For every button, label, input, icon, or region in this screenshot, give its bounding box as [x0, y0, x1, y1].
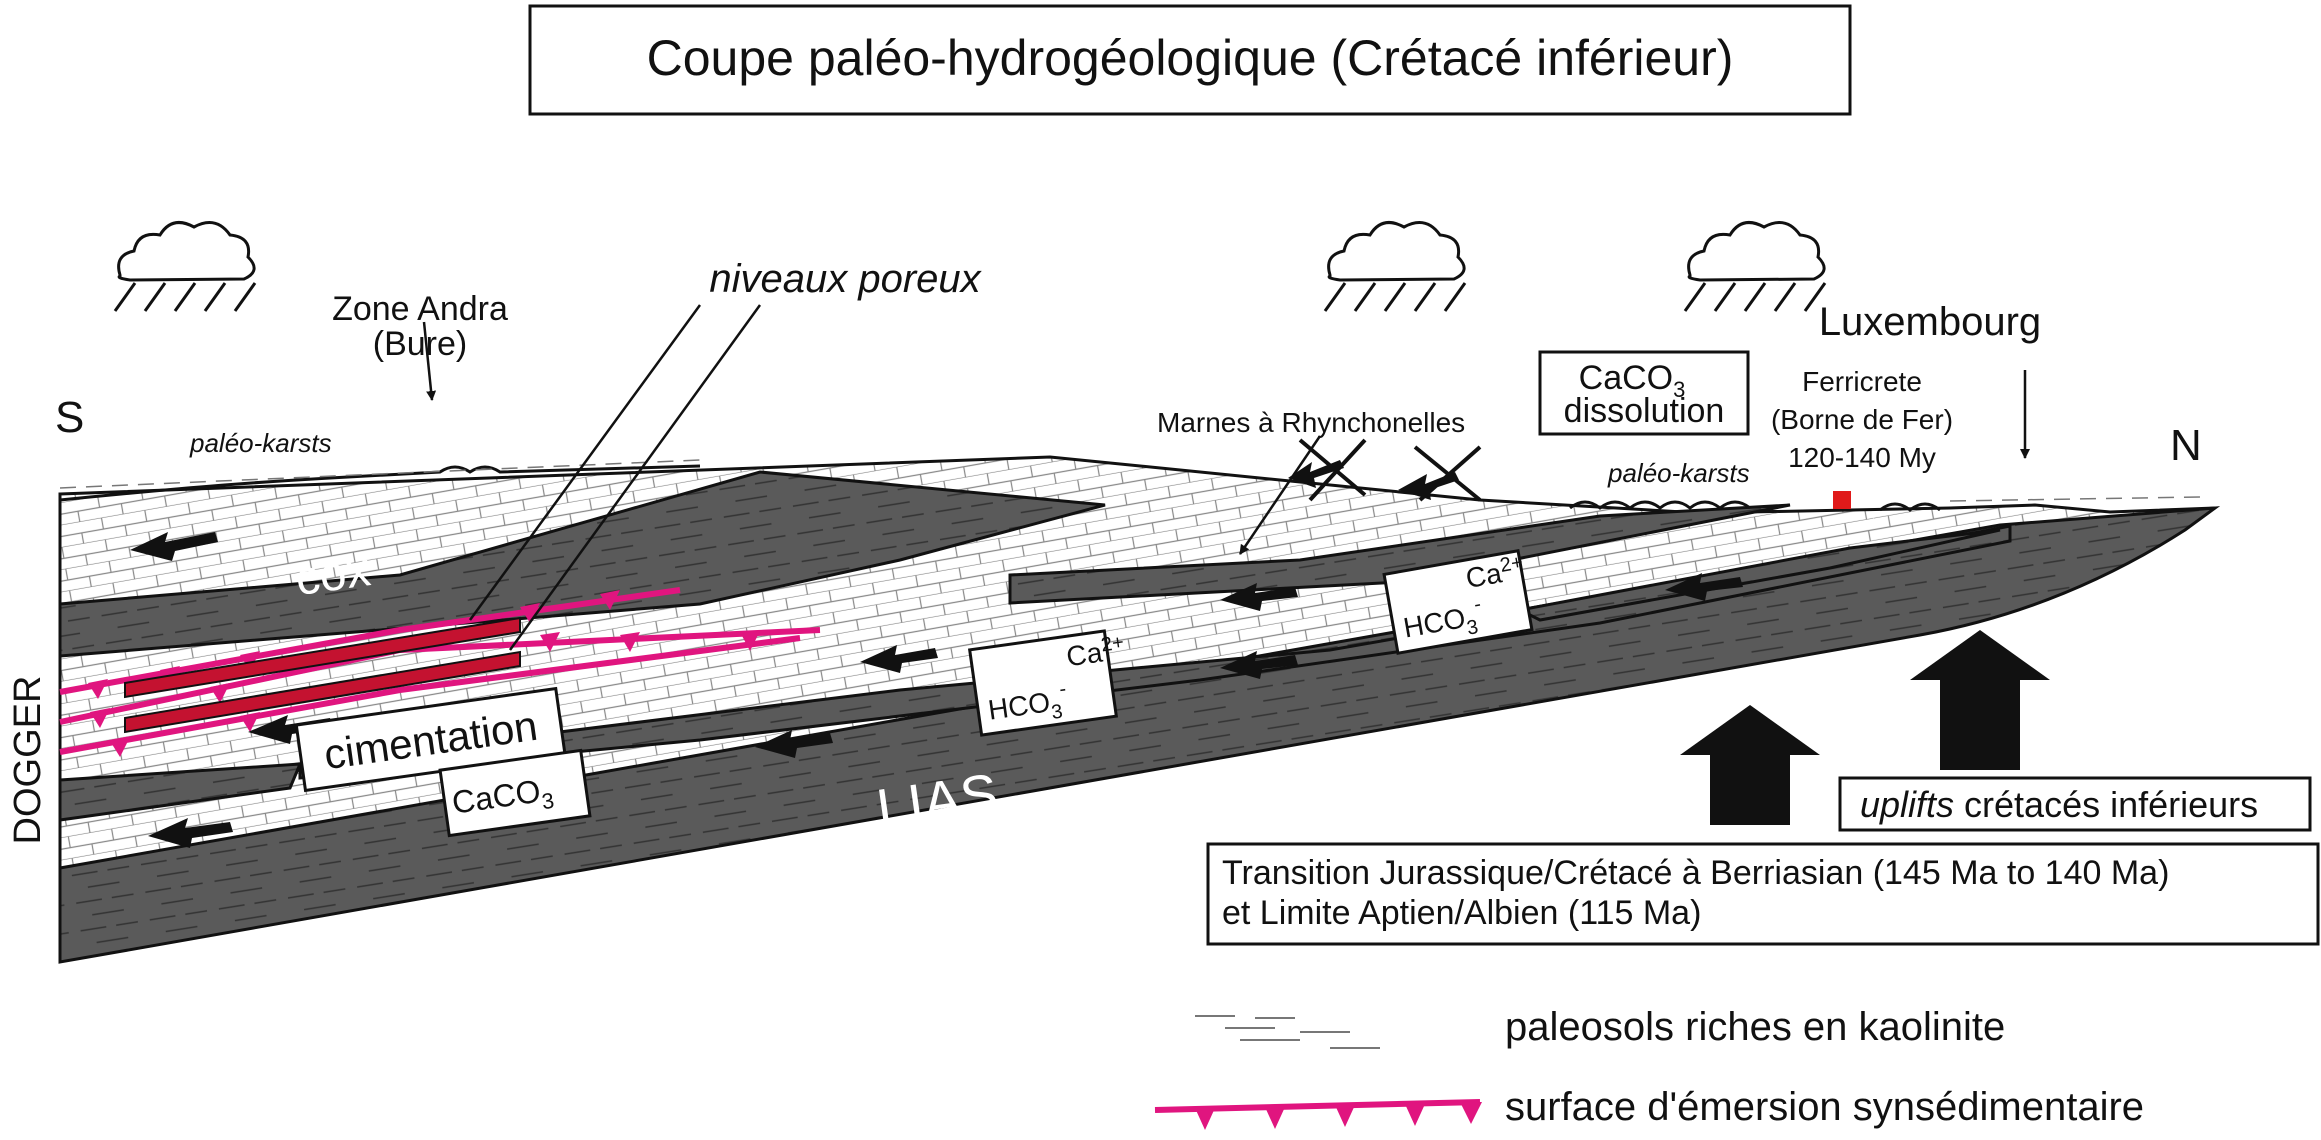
cloud-icon: [1323, 221, 1467, 312]
pointer-lines: [422, 304, 2030, 651]
cross-section: [58, 455, 2221, 964]
marnes-label: Marnes à Rhynchonelles: [1157, 407, 1465, 438]
cox-label: cox: [292, 543, 373, 606]
svg-text:CaCO3: CaCO3: [1579, 359, 1686, 402]
ferricrete-marker: [1833, 491, 1851, 509]
emersion-legend-symbol: [1154, 1099, 1482, 1130]
paleosol-legend-symbol: [1195, 1015, 1380, 1049]
flow-arrow: [1220, 651, 1298, 679]
ferricrete-label-3: 120-140 My: [1788, 442, 1936, 473]
marl-wedge-3: [1515, 528, 2001, 622]
title-box: Coupe paléo-hydrogéologique (Crétacé inf…: [528, 4, 1852, 116]
paleo-karsts-label-left: paléo-karsts: [189, 428, 332, 458]
transition-line-1: Transition Jurassique/Crétacé à Berriasi…: [1222, 854, 2169, 892]
andra-label-1: Zone Andra: [332, 290, 508, 328]
andra-label-2: (Bure): [373, 325, 467, 363]
crossed-arrows: [1288, 438, 1482, 502]
transition-line-2: et Limite Aptien/Albien (115 Ma): [1222, 894, 1701, 932]
cloud-icon: [113, 221, 257, 312]
flow-arrow: [1220, 583, 1298, 611]
ferricrete-label-1: Ferricrete: [1802, 366, 1922, 397]
legend-emersion: surface d'émersion synsédimentaire: [1505, 1085, 2144, 1129]
flow-arrow: [755, 730, 833, 758]
flow-arrow: [1665, 573, 1743, 601]
cloud-icon: [1683, 221, 1827, 312]
flow-arrow: [148, 818, 233, 848]
paleo-karsts-label-right: paléo-karsts: [1607, 458, 1750, 488]
dogger-label: DOGGER: [7, 676, 49, 845]
niveaux-poreux-label: niveaux poreux: [709, 257, 982, 301]
luxembourg-label: Luxembourg: [1819, 300, 2041, 344]
uplift-box: uplifts crétacés inférieurs: [1838, 776, 2312, 832]
uplift-arrows: [1680, 630, 2050, 825]
diagram-title: Coupe paléo-hydrogéologique (Crétacé inf…: [647, 30, 1734, 86]
flow-arrow: [860, 645, 938, 673]
dissolution-box: CaCO3 dissolution: [1538, 350, 1750, 436]
marnes-layer: [1008, 503, 1791, 605]
bicarbonate-box: Ca2+ HCO3-: [967, 629, 1127, 737]
flow-arrow: [130, 532, 218, 561]
uplift-arrow: [1680, 705, 1820, 825]
paleo-surface: [59, 464, 1941, 512]
marl-wedge-2: [58, 762, 303, 822]
flow-arrows: [130, 532, 1743, 848]
transition-box: Transition Jurassique/Crétacé à Berriasi…: [1206, 842, 2320, 946]
ferricrete-label-2: (Borne de Fer): [1771, 404, 1953, 435]
svg-text:Ca2+: Ca2+: [1064, 631, 1127, 672]
bicarbonate-box: Ca2+ HCO3-: [1382, 549, 1534, 655]
south-label: S: [55, 393, 84, 442]
svg-text:dissolution: dissolution: [1564, 392, 1725, 430]
emersion-teeth: [88, 590, 760, 757]
porous-levels: [124, 616, 521, 734]
north-label: N: [2170, 421, 2202, 470]
uplift-arrow: [1910, 630, 2050, 770]
svg-text:Ca2+: Ca2+: [1463, 551, 1526, 594]
cox-layer: [58, 470, 1106, 658]
legend: paleosols riches en kaolinite surface d'…: [1154, 1005, 2144, 1130]
legend-paleosols: paleosols riches en kaolinite: [1505, 1005, 2005, 1049]
lias-layer: [58, 506, 2221, 964]
svg-text:uplifts crétacés inférieurs: uplifts crétacés inférieurs: [1860, 784, 2258, 825]
caco3-box: CaCO3: [438, 748, 592, 838]
